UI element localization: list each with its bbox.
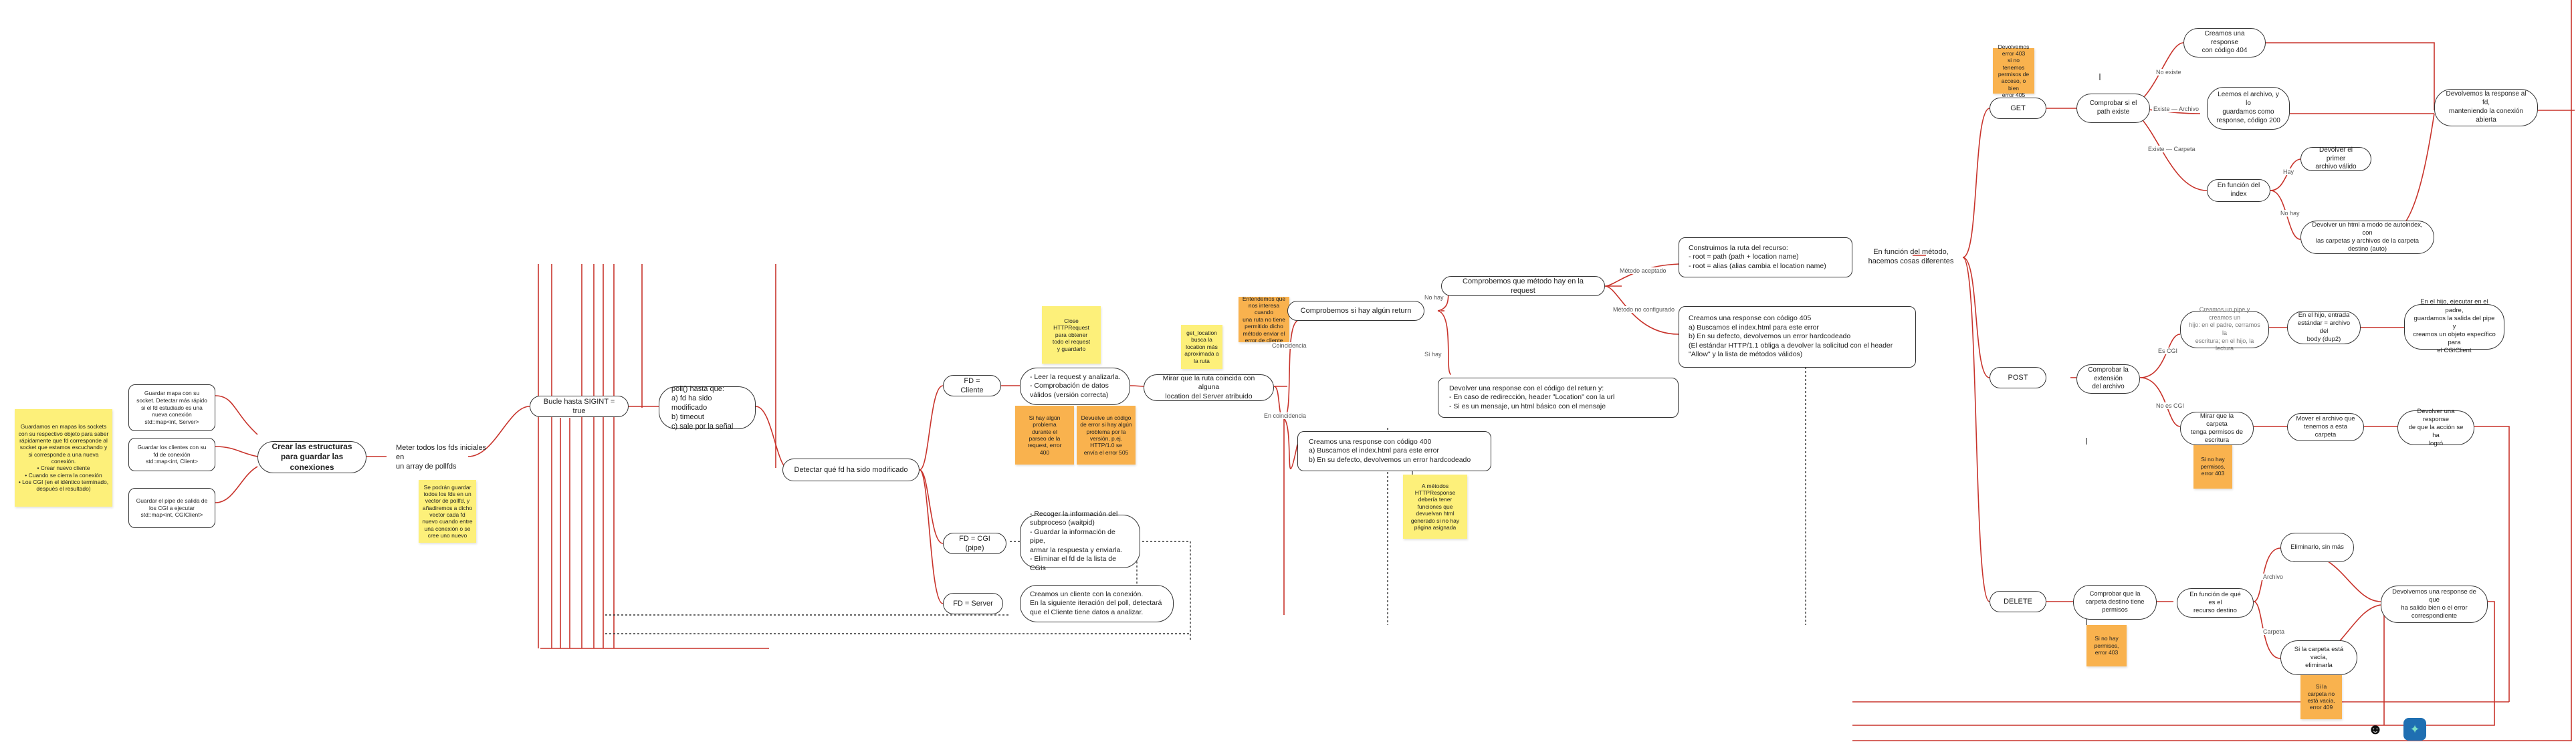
node-mirar-carpeta[interactable]: Mirar que la carpeta tenga permisos de e…	[2180, 412, 2254, 445]
smiley-face-icon[interactable]: ☻	[2367, 721, 2383, 737]
node-devolver-post[interactable]: Devolver una response de que la acción s…	[2397, 408, 2474, 447]
node-comprobar-return[interactable]: Comprobemos si hay algún return	[1287, 301, 1424, 321]
node-mover-archivo[interactable]: Mover el archivo que tenemos a esta carp…	[2287, 413, 2364, 441]
node-construir-ruta[interactable]: Construimos la ruta del recurso: - root …	[1679, 237, 1852, 277]
edge-label-hay: Hay	[2282, 168, 2296, 175]
sticky-note-location-method: Entendemos que nos interesa cuando una r…	[1239, 295, 1289, 344]
edge-label-en-coincidencia: En coincidencia	[1263, 412, 1308, 419]
edge-label-existe-carpeta: Existe — Carpeta	[2147, 146, 2197, 152]
edge-label-coincidencia: Coincidencia	[1271, 342, 1308, 349]
edge-label-no-hay: No hay	[1423, 294, 1445, 301]
sticky-note-error505: Devuelve un código de error si hay algún…	[1077, 406, 1136, 465]
edge-label-es-cgi: Es CGI	[2157, 348, 2179, 354]
sticky-note-poll: Se podrán guardar todos los fds en un ve…	[419, 480, 476, 543]
edge-label-metodo-no-configurado: Método no configurado	[1612, 306, 1677, 313]
sticky-note-error400: Si hay algún problema durante el parseo …	[1015, 406, 1074, 465]
node-carpeta-vacia[interactable]: Si la carpeta está vacía, eliminarla	[2280, 640, 2357, 675]
node-crear-cliente[interactable]: Creamos un cliente con la conexión. En l…	[1020, 585, 1174, 622]
node-cgi-map[interactable]: Guardar el pipe de salida de los CGI a e…	[128, 488, 215, 528]
sticky-note-get-permissions: Devolvemos error 403 si no tenemos permi…	[1993, 43, 2034, 98]
node-devolver-delete[interactable]: Devolvemos una response de que ha salido…	[2381, 586, 2488, 623]
node-comprobar-extension[interactable]: Comprobar la extensión del archivo	[2076, 364, 2140, 394]
sticky-note-delete-409: Si la carpeta no está vacía, error 409	[2300, 675, 2342, 719]
node-ejecutar-cgi[interactable]: En el hijo, ejecutar en el padre, guarda…	[2404, 298, 2504, 354]
node-method-post[interactable]: POST	[1990, 367, 2046, 388]
edge-label-metodo-aceptado: Método aceptado	[1618, 267, 1668, 274]
sticky-note-intro: Guardamos en mapas los sockets con su re…	[15, 409, 112, 507]
edge-label-no-es-cgi: No es CGI	[2155, 402, 2186, 409]
node-meter-fds[interactable]: Meter todos los fds iniciales en un arra…	[396, 443, 487, 471]
node-devolver-get[interactable]: Devolvemos la response al fd, manteniend…	[2434, 89, 2538, 126]
sticky-note-close: Close HTTPRequest para obtener todo el r…	[1042, 306, 1101, 364]
node-devolver-return[interactable]: Devolver una response con el código del …	[1438, 378, 1679, 418]
edge-label-carpeta: Carpeta	[2262, 628, 2286, 635]
edge-label-no-hay-index: No hay	[2279, 210, 2301, 217]
node-fd-cliente[interactable]: FD = Cliente	[943, 375, 1001, 396]
node-fd-server[interactable]: FD = Server	[943, 593, 1003, 614]
node-recoger-cgi[interactable]: - Recoger la información del subproceso …	[1020, 510, 1140, 572]
node-detect-fd[interactable]: Detectar qué fd ha sido modificado	[782, 459, 920, 481]
sticky-note-custom-html: A métodos HTTPResponse debería tener fun…	[1403, 475, 1467, 539]
sticky-note-delete-403: Si no hay permisos, error 403	[2086, 625, 2127, 666]
node-funcion-tipo[interactable]: En función de qué es el recurso destino	[2177, 588, 2254, 618]
node-eliminar-archivo[interactable]: Eliminarlo, sin más	[2280, 533, 2354, 562]
node-clients-map[interactable]: Guardar los clientes con su fd de conexi…	[128, 438, 215, 471]
node-leer-archivo[interactable]: Leemos el archivo, y lo guardamos como r…	[2207, 87, 2290, 130]
node-comprobar-path[interactable]: Comprobar si el path existe	[2076, 94, 2150, 123]
node-hijo-stdin[interactable]: En el hijo, entrada estándar = archivo d…	[2287, 311, 2361, 344]
node-response-404[interactable]: Creamos una response con código 404	[2183, 28, 2266, 57]
node-leer-request[interactable]: - Leer la request y analizarla. - Compro…	[1020, 368, 1130, 405]
node-create-structures[interactable]: Crear las estructuras para guardar las c…	[257, 441, 366, 473]
node-funcion-index[interactable]: En función del index	[2207, 179, 2270, 202]
edge-label-existe-archivo: Existe — Archivo	[2152, 106, 2201, 112]
edge-label-no-existe: No existe	[2155, 69, 2183, 76]
app-badge-icon[interactable]: ✦	[2403, 718, 2426, 741]
node-poll[interactable]: poll() hasta que: a) fd ha sido modifica…	[659, 385, 756, 430]
node-funcion-metodo[interactable]: En función del método, hacemos cosas dif…	[1868, 247, 1954, 265]
node-primer-archivo[interactable]: Devolver el primer archivo válido	[2300, 146, 2371, 171]
node-response-405[interactable]: Creamos una response con código 405 a) B…	[1679, 306, 1916, 368]
node-comprobar-metodo[interactable]: Comprobemos que método hay en la request	[1441, 276, 1605, 296]
node-method-get[interactable]: GET	[1990, 98, 2046, 119]
node-fd-cgi[interactable]: FD = CGI (pipe)	[943, 533, 1006, 554]
node-cgi-pipe[interactable]: Creamos un pipe y creamos un hijo: en el…	[2180, 306, 2269, 352]
node-response-400[interactable]: Creamos una response con código 400 a) B…	[1297, 431, 1491, 471]
node-mirar-ruta[interactable]: Mirar que la ruta coincida con alguna lo…	[1144, 374, 1274, 401]
sticky-note-post-403: Si no hay permisos, error 403	[2193, 445, 2232, 489]
sticky-note-get-location: get_location busca la location más aprox…	[1181, 325, 1222, 369]
node-comprobar-carpeta[interactable]: Comprobar que la carpeta destino tiene p…	[2073, 585, 2157, 620]
node-method-delete[interactable]: DELETE	[1990, 591, 2046, 612]
node-autoindex[interactable]: Devolver un html a modo de autoindex, co…	[2300, 221, 2434, 254]
node-server-map[interactable]: Guardar mapa con su socket. Detectar más…	[128, 384, 215, 431]
node-bucle-sigint[interactable]: Bucle hasta SIGINT = true	[530, 396, 629, 417]
edge-label-archivo: Archivo	[2262, 574, 2285, 580]
edge-label-si-hay: Sí hay	[1423, 351, 1443, 358]
